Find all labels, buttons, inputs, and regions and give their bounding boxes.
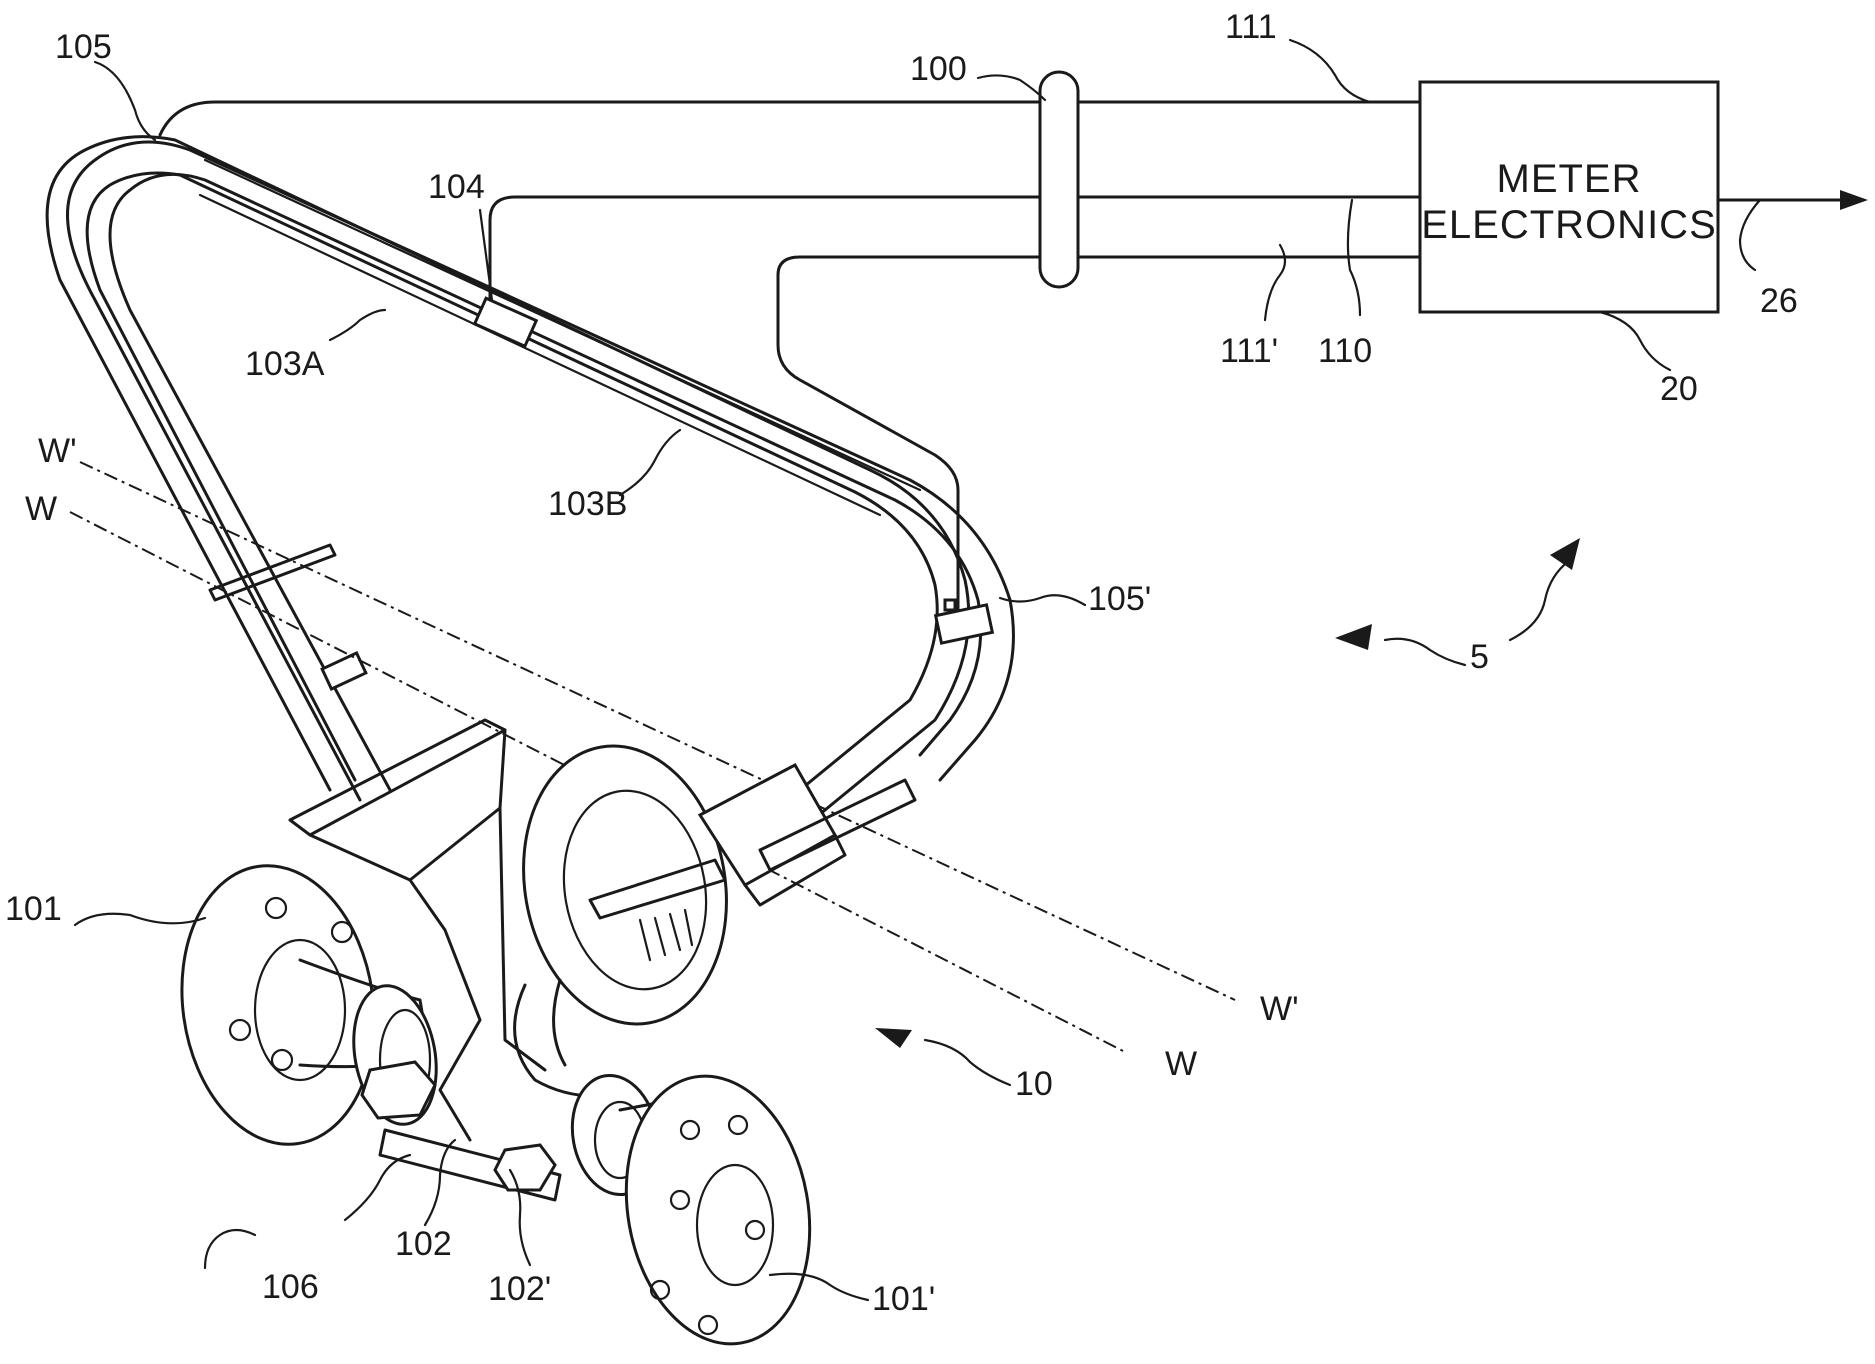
meter-electronics: METER ELECTRONICS [1420, 82, 1718, 312]
arrow-5-up [1550, 538, 1580, 570]
flow-tube-103a-inner [87, 173, 937, 835]
ref-5: 5 [1470, 638, 1489, 676]
ref-103b: 103B [548, 485, 627, 523]
flow-tube-103b-inner [110, 174, 981, 790]
ref-20: 20 [1660, 370, 1698, 408]
wire-111-prime [778, 257, 1420, 610]
arrow-5-left [1335, 624, 1372, 650]
ref-w-prime-bottom: W' [1260, 990, 1299, 1028]
meter-electronics-label-2: ELECTRONICS [1421, 203, 1717, 247]
ref-105: 105 [55, 28, 112, 66]
ref-101: 101 [5, 890, 62, 928]
ref-26: 26 [1760, 282, 1798, 320]
manifold-assembly [164, 720, 915, 1359]
ref-103a: 103A [245, 345, 325, 383]
meter-electronics-label-1: METER [1497, 157, 1642, 201]
cable-bundle-100 [1040, 72, 1078, 287]
ref-110: 110 [1318, 332, 1372, 370]
flow-tube-103a [47, 137, 969, 855]
ref-104: 104 [428, 168, 485, 206]
ref-102-prime: 102' [488, 1270, 551, 1308]
wire-111 [160, 102, 1420, 135]
brace-bars [210, 545, 955, 689]
ref-111: 111 [1225, 8, 1277, 46]
ref-101-prime: 101' [872, 1280, 935, 1318]
ref-111-prime: 111' [1220, 332, 1278, 370]
ref-100: 100 [910, 50, 967, 88]
arrow-10 [875, 1028, 912, 1048]
ref-106: 106 [262, 1268, 319, 1306]
ref-105-prime: 105' [1088, 580, 1151, 618]
ref-w-prime-top: W' [38, 432, 77, 470]
ref-w-bottom: W [1165, 1045, 1197, 1083]
ref-102: 102 [395, 1225, 452, 1263]
ref-10: 10 [1015, 1065, 1053, 1103]
output-signal-arrow [1718, 190, 1868, 210]
ref-w-top: W [25, 490, 57, 528]
